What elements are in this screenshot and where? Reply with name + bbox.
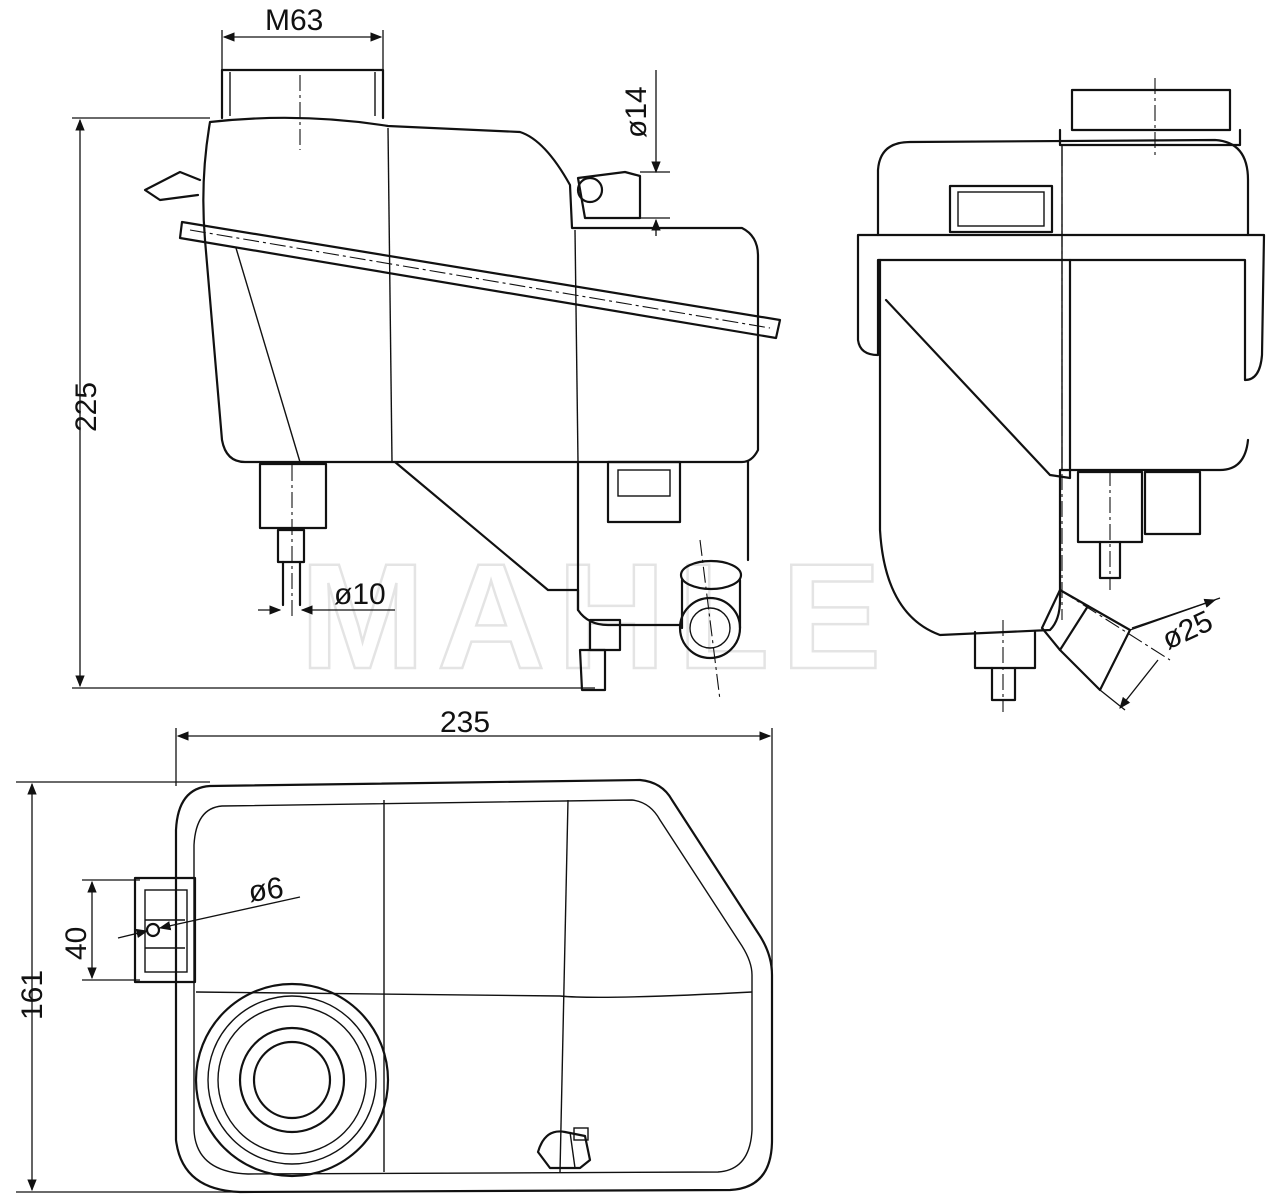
dimension-mount-hole: ø6 [117, 871, 301, 939]
top-view [133, 778, 774, 1194]
height-label: 225 [70, 382, 103, 432]
hose-top-label: ø14 [620, 86, 653, 138]
cap-thread-label: M63 [265, 4, 323, 37]
outlet-left-label: ø10 [334, 578, 386, 611]
dimension-cap-thread: M63 [221, 4, 384, 70]
depth-label: 161 [16, 970, 49, 1020]
dimension-height: 225 [70, 117, 595, 689]
mount-spacing-label: 40 [60, 927, 93, 960]
dimension-mount-spacing: 40 [60, 879, 140, 981]
mount-hole-label: ø6 [246, 871, 285, 909]
dimension-hose-top: ø14 [620, 70, 670, 236]
side-view [856, 78, 1266, 712]
outlet-side-label: ø25 [1157, 605, 1218, 657]
brand-watermark: MAHLE [300, 532, 893, 700]
dimension-outlet-left: ø10 [258, 578, 395, 615]
dimension-width: 235 [175, 706, 773, 975]
front-view [143, 68, 782, 701]
dimension-depth: 161 [16, 781, 240, 1193]
width-label: 235 [440, 706, 490, 739]
